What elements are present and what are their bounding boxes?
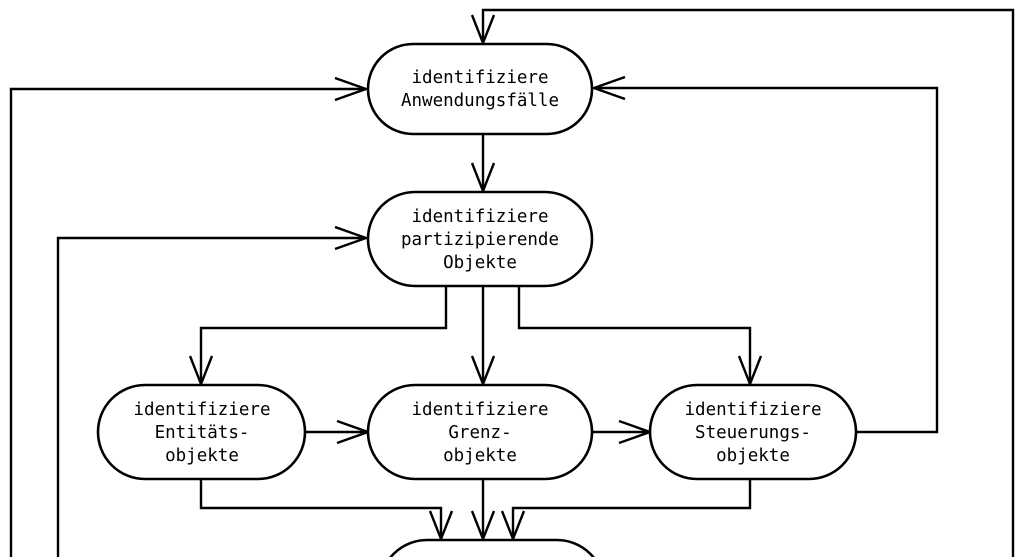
- edge-partizipierende-to-steuerungs: [517, 286, 763, 388]
- node-shape-entitaetsobjekte: [96, 383, 307, 481]
- feedback-steuerungs-to-anwendungsfaelle: [590, 75, 939, 434]
- node-shape-partizipierende-objekte: [366, 190, 594, 288]
- node-label-grenz-line3: objekte: [443, 446, 517, 466]
- edge-grenz-to-bottom: [470, 479, 496, 543]
- node-label-grenz-line2: Grenz-: [448, 423, 511, 443]
- node-identifiziere-partizipierende-objekte[interactable]: identifiziere partizipierende Objekte: [366, 190, 594, 288]
- node-label-steuerungs-line1: identifiziere: [685, 400, 822, 420]
- edge-entitaets-to-grenz: [303, 419, 372, 445]
- node-label-entitaets-line1: identifiziere: [134, 400, 271, 420]
- edge-grenz-to-steuerungs: [590, 419, 654, 445]
- node-label-partizipierende-line1: identifiziere: [412, 207, 549, 227]
- node-bottom-cropped[interactable]: [380, 538, 604, 557]
- node-shape-grenzobjekte: [366, 383, 594, 481]
- node-label-partizipierende-line2: partizipierende: [401, 230, 559, 250]
- node-label-entitaets-line3: objekte: [165, 446, 239, 466]
- node-shape-steuerungsobjekte: [648, 383, 858, 481]
- node-label-partizipierende-line3: Objekte: [443, 253, 517, 273]
- node-label-steuerungs-line2: Steuerungs-: [695, 423, 811, 443]
- node-label-entitaets-line2: Entitäts-: [155, 423, 250, 443]
- edge-entitaets-to-bottom: [199, 479, 454, 543]
- node-identifiziere-entitaetsobjekte[interactable]: identifiziere Entitäts- objekte: [96, 383, 307, 481]
- node-layer: identifiziere Anwendungsfälle identifizi…: [96, 42, 858, 557]
- node-label-grenz-line1: identifiziere: [412, 400, 549, 420]
- node-label-anwendungsfaelle-line1: identifiziere: [412, 68, 549, 88]
- feedback-outer-left-to-anwendungsfaelle: [9, 76, 370, 557]
- node-identifiziere-anwendungsfaelle[interactable]: identifiziere Anwendungsfälle: [366, 42, 594, 136]
- node-shape-anwendungsfaelle: [366, 42, 594, 136]
- edge-partizipierende-to-entitaets: [188, 286, 448, 388]
- edge-layer: [9, 8, 1015, 557]
- node-shape-bottom-cropped: [389, 538, 595, 557]
- node-label-anwendungsfaelle-line2: Anwendungsfälle: [401, 91, 559, 111]
- node-identifiziere-grenzobjekte[interactable]: identifiziere Grenz- objekte: [366, 383, 594, 481]
- node-identifiziere-steuerungsobjekte[interactable]: identifiziere Steuerungs- objekte: [648, 383, 858, 481]
- edge-steuerungs-to-bottom: [500, 479, 752, 543]
- edge-partizipierende-to-grenz: [470, 286, 496, 388]
- node-label-steuerungs-line3: objekte: [716, 446, 790, 466]
- feedback-inner-left-to-partizipierende: [56, 225, 370, 557]
- edge-anwendungsfaelle-to-partizipierende: [470, 134, 496, 195]
